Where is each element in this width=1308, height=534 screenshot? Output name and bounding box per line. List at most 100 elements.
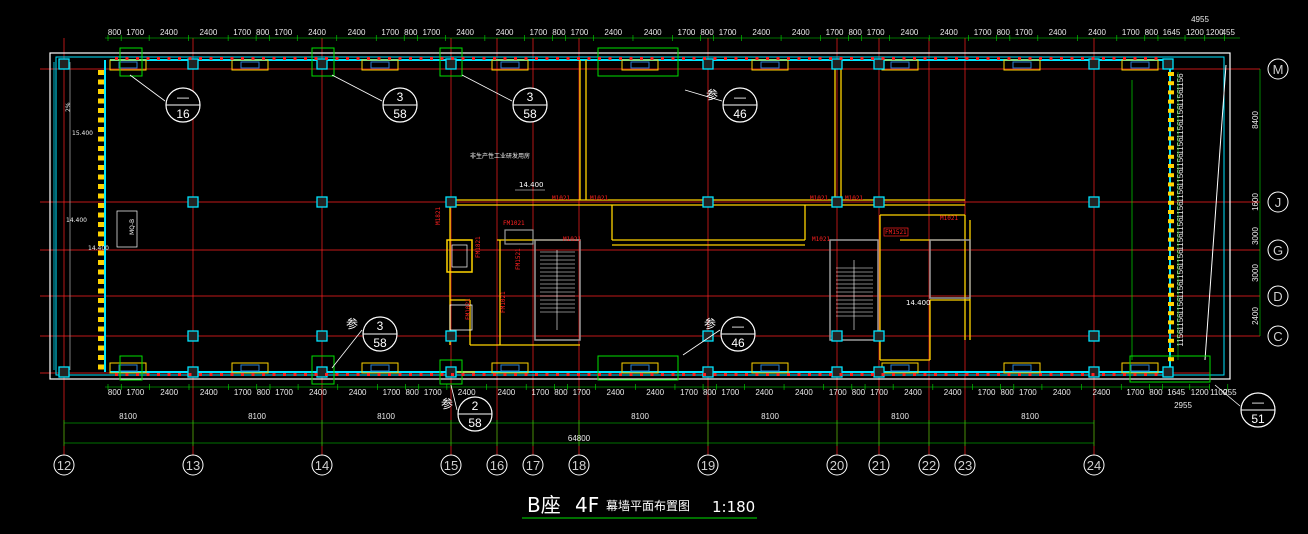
dim-segment-label: 2400 <box>458 388 476 397</box>
mullion-marker <box>986 57 990 60</box>
wall-hatch <box>98 212 104 218</box>
axis-bubble <box>311 454 333 476</box>
window-glass <box>1130 364 1150 372</box>
mullion-marker <box>703 57 706 60</box>
mullion-marker <box>766 373 769 376</box>
dim-segment-label: 1700 <box>680 388 698 397</box>
wall-hatch <box>98 79 104 85</box>
dim-segment-label: 1700 <box>531 388 549 397</box>
title-name: 幕墙平面布置图 <box>606 499 690 513</box>
wall-hatch <box>1168 182 1174 187</box>
column <box>445 366 457 378</box>
wall-hatch <box>98 222 104 227</box>
column <box>1088 58 1100 70</box>
dim-segment-label: 1700 <box>422 28 440 37</box>
mullion-marker <box>913 57 916 60</box>
mullion-marker <box>776 373 780 376</box>
mullion-marker <box>136 373 139 376</box>
building-structure <box>49 52 1231 380</box>
mullion-marker <box>923 373 927 376</box>
dim-segment-label: 1700 <box>829 388 847 397</box>
level-label: 14.400 <box>66 217 87 224</box>
mullion-marker <box>136 57 139 60</box>
window-glass <box>370 364 390 372</box>
section-leader <box>684 89 723 102</box>
dim-segment-label: 1700 <box>678 28 696 37</box>
dim-segment-label: 1200 <box>1191 388 1209 397</box>
wall-hatch <box>1168 357 1174 362</box>
mullion-marker <box>976 373 979 376</box>
column <box>316 196 328 208</box>
wall-hatch <box>98 307 104 313</box>
axis-label: 14 <box>315 458 329 473</box>
wall-hatch <box>98 345 104 351</box>
section-leader <box>450 384 458 411</box>
mullion-marker <box>272 57 276 60</box>
mullion-marker <box>451 373 454 376</box>
dim-segment-label: 800 <box>257 388 271 397</box>
detail-highlight-box <box>439 359 463 385</box>
door-tag: M1021 <box>563 236 581 243</box>
mullion-marker <box>262 373 265 376</box>
column <box>445 58 457 70</box>
column <box>187 330 199 342</box>
axis-bubble <box>53 454 75 476</box>
mullion-marker <box>1123 57 1126 60</box>
wall-hatch <box>98 127 104 132</box>
mullion-marker <box>671 57 675 60</box>
column-dim-label: 1156 <box>1176 313 1185 331</box>
dim-segment-label: 800 <box>1001 388 1015 397</box>
dim-segment-label: 455 <box>1222 28 1236 37</box>
mullion-marker <box>577 57 580 60</box>
mullion-marker <box>755 373 759 376</box>
right-dim-label: 3000 <box>1251 264 1260 282</box>
mullion-marker <box>367 373 370 376</box>
mullion-marker <box>1070 57 1074 60</box>
door-tag-box <box>883 227 909 237</box>
window-glass <box>1012 364 1032 372</box>
column <box>831 196 843 208</box>
mullion-marker <box>1144 373 1147 376</box>
column <box>702 366 714 378</box>
door-tag: M1021 <box>552 195 570 202</box>
dim-segment-label: 1700 <box>126 28 144 37</box>
mullion-marker <box>262 57 265 60</box>
mullion-marker <box>587 57 591 60</box>
mullion-marker <box>724 373 727 376</box>
mullion-marker <box>398 57 402 60</box>
column <box>187 58 199 70</box>
mullion-marker <box>167 57 171 60</box>
structural-columns <box>58 57 1174 378</box>
mullion-marker <box>997 57 1000 60</box>
mullion-marker <box>1060 57 1063 60</box>
mullion-marker <box>671 373 675 376</box>
section-ref-bottom: 46 <box>733 107 747 121</box>
detail-highlight-box <box>311 47 335 77</box>
wall-hatch <box>98 155 104 161</box>
mullion-marker <box>503 57 507 60</box>
wall-hatch <box>98 250 104 256</box>
mullion-marker <box>965 373 969 376</box>
dim-segment-label: 1100 <box>1210 388 1228 397</box>
dim-segment-label: 1700 <box>867 28 885 37</box>
dim-segment-label: 2400 <box>349 388 367 397</box>
door-tag: M1821 <box>435 207 442 225</box>
section-ref-prefix: 参 <box>346 316 358 331</box>
axis-label: 12 <box>57 458 71 473</box>
mullion-marker <box>608 57 612 60</box>
axis-bubble <box>486 454 508 476</box>
title-floor: 4F <box>575 493 599 517</box>
curtain-wall-panels <box>109 47 1211 385</box>
mullion-marker <box>472 373 475 376</box>
dim-segment-label: 800 <box>1149 388 1163 397</box>
wall-hatch <box>1168 191 1174 196</box>
mullion-marker <box>419 373 423 376</box>
wall-hatch <box>1168 118 1174 122</box>
bay-dim-label: 8100 <box>119 412 137 421</box>
column <box>187 366 199 378</box>
wall-hatch <box>98 231 104 237</box>
section-ref: 358 <box>331 74 418 123</box>
mullion-marker <box>325 373 328 376</box>
